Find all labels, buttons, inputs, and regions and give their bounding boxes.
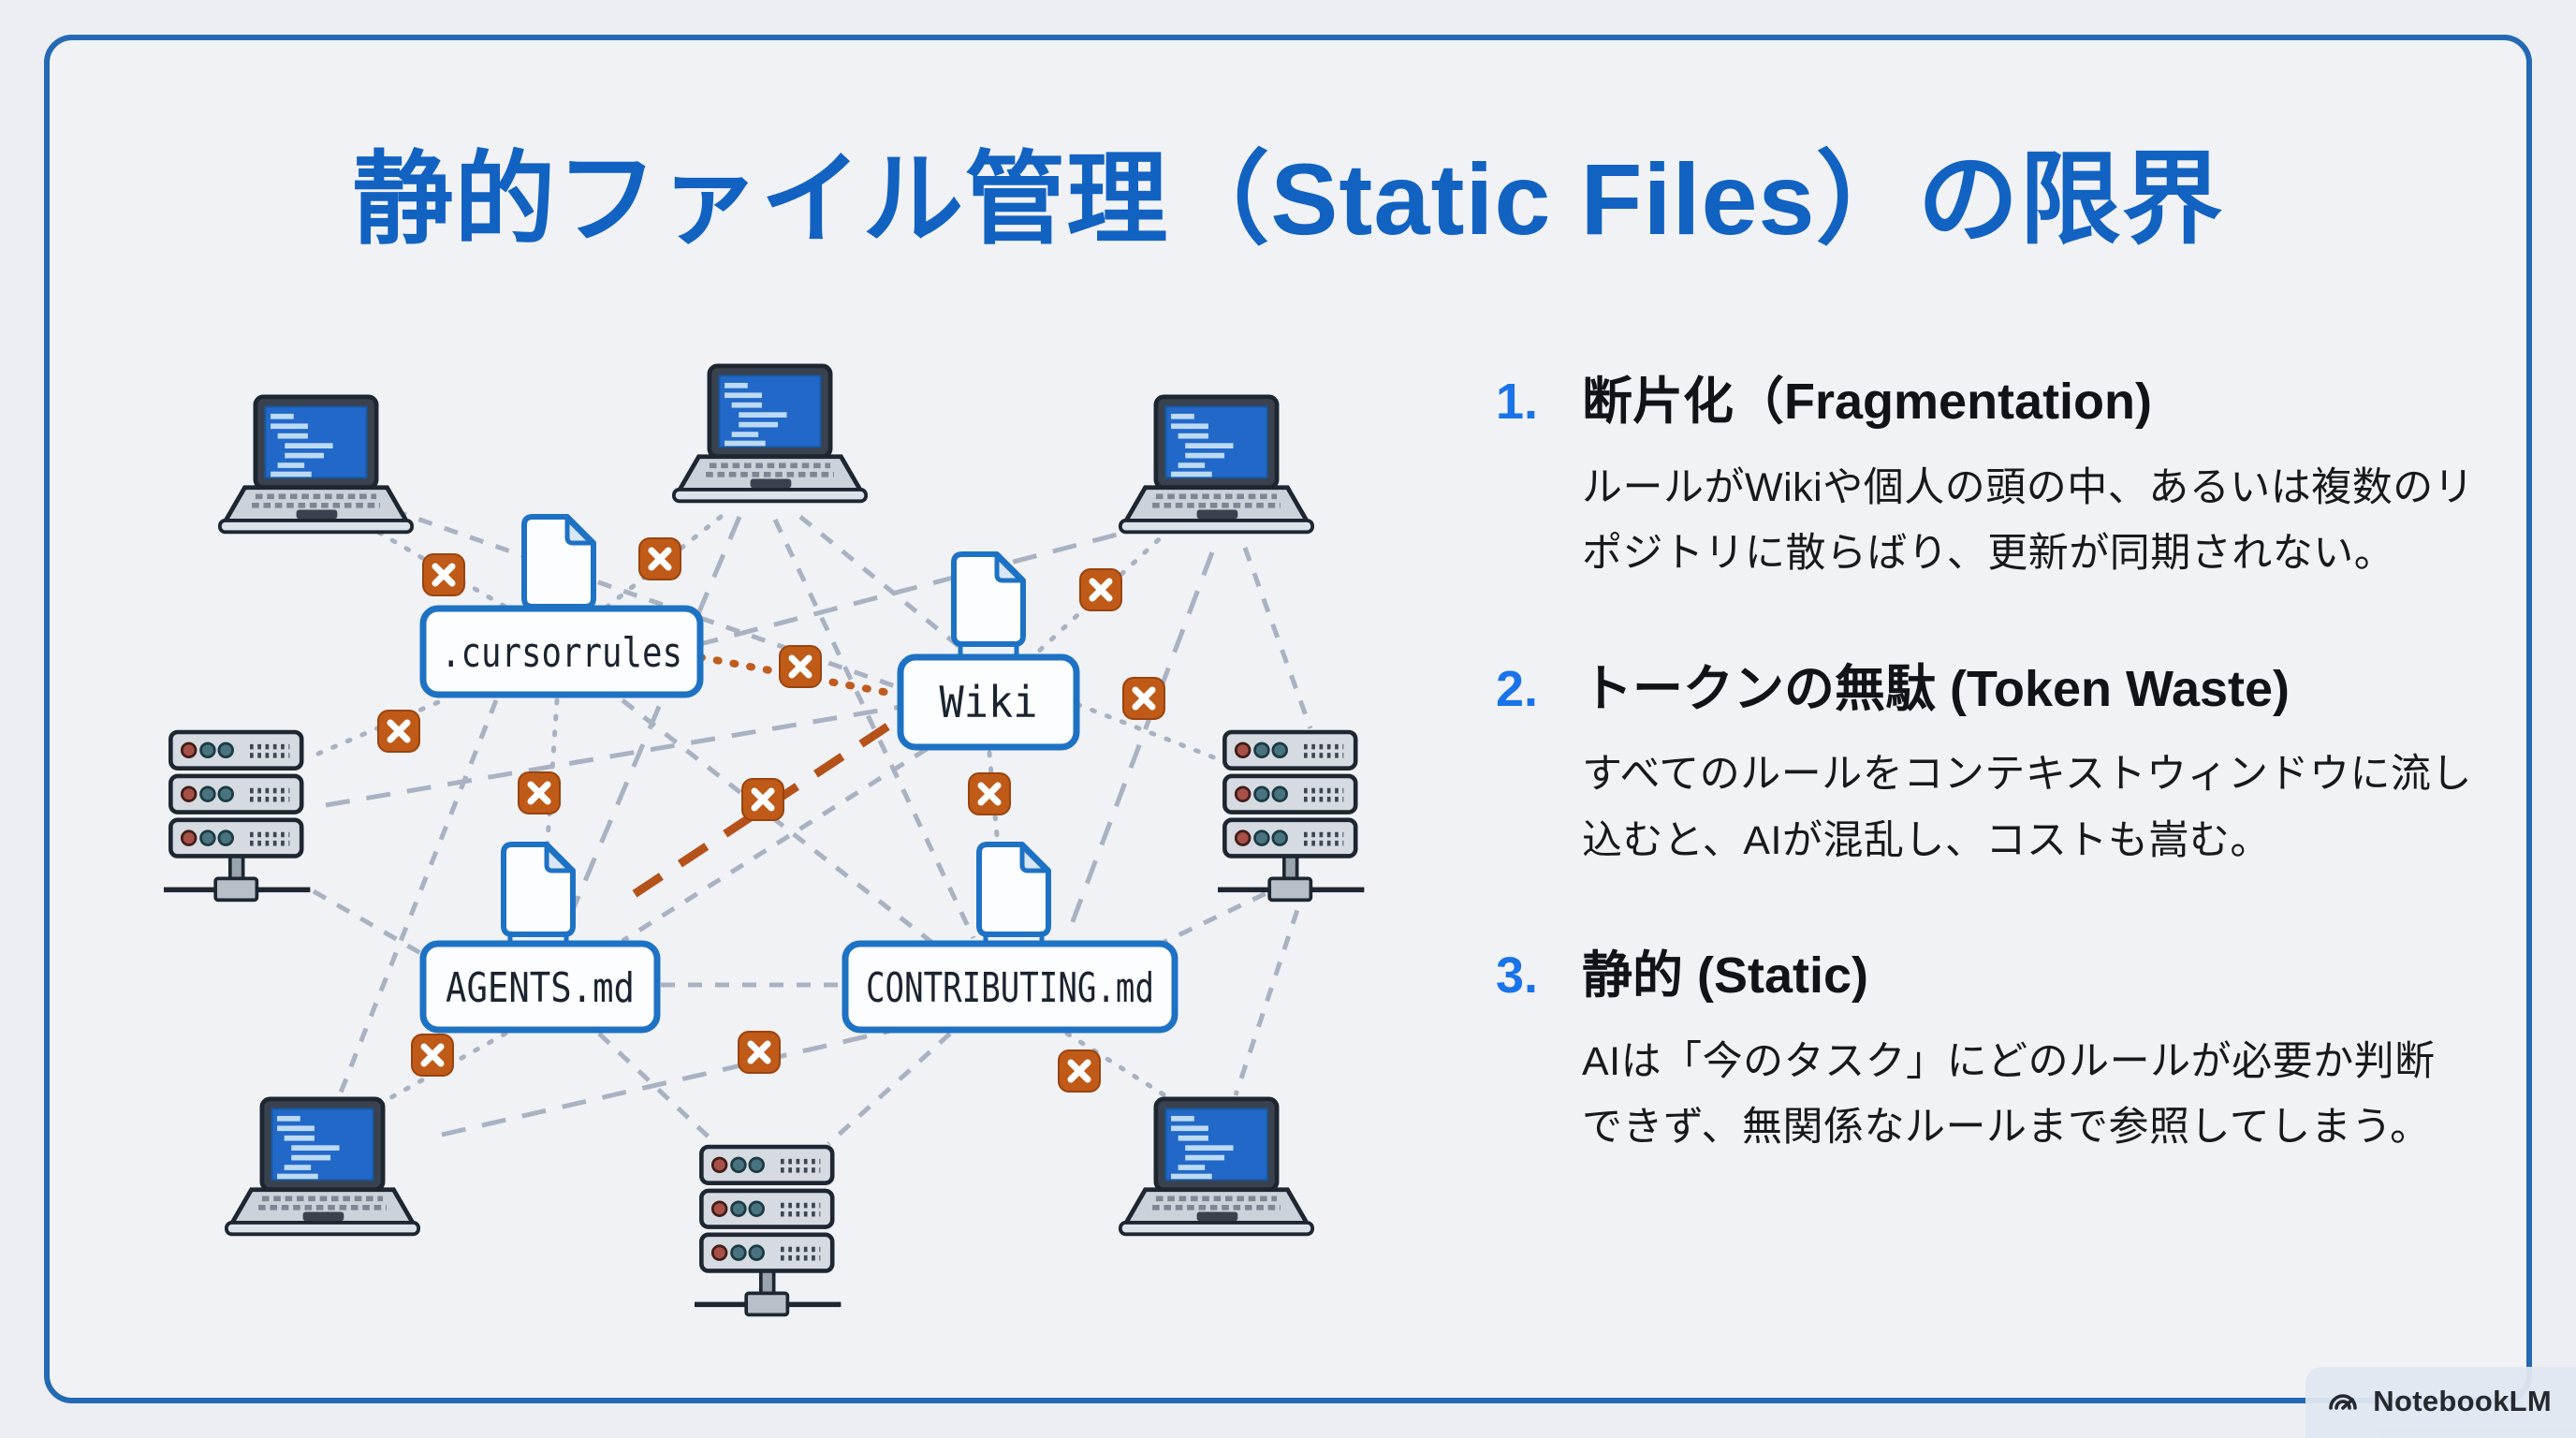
issue-body: AIは「今のタスク」にどのルールが必要か判断できず、無関係なルールまで参照してし… — [1582, 1038, 2436, 1151]
laptop-icon — [674, 366, 866, 501]
issue-item-fragmentation: 1. 断片化（Fragmentation) ルールがWikiや個人の頭の中、ある… — [1496, 371, 2475, 587]
connection-line — [597, 1032, 718, 1146]
issue-heading: トークンの無駄 (Token Waste) — [1582, 660, 2291, 717]
issue-body: ルールがWikiや個人の頭の中、あるいは複数のリポジトリに散らばり、更新が同期さ… — [1582, 464, 2475, 577]
file-document-icon — [954, 554, 1023, 644]
issue-heading: 静的 (Static) — [1582, 947, 1869, 1005]
node-box — [842, 940, 1178, 1034]
laptop-icon — [1120, 397, 1312, 532]
broken-link-x-icon — [1123, 678, 1164, 719]
connection-line — [1242, 547, 1313, 729]
connection-line — [1032, 526, 1173, 658]
laptop-icon — [220, 397, 412, 532]
node-box — [419, 605, 704, 698]
node-contributing-md: CONTRIBUTING.md — [842, 844, 1178, 1034]
node-box — [419, 940, 661, 1034]
issue-number: 1. — [1496, 374, 1539, 430]
node-label-contributing-md: CONTRIBUTING.md — [866, 964, 1154, 1012]
issues-list: 1. 断片化（Fragmentation) ルールがWikiや個人の頭の中、ある… — [1496, 371, 2475, 1232]
broken-link-x-icon — [1059, 1050, 1100, 1092]
notebooklm-logo-icon — [2329, 1394, 2358, 1410]
issue-body: すべてのルールをコンテキストウィンドウに流し込むと、AIが混乱し、コストも嵩む。 — [1582, 752, 2472, 863]
connection-line — [772, 518, 976, 940]
node-label-agents-md: AGENTS.md — [446, 964, 635, 1012]
notebooklm-badge: NotebookLM — [2305, 1367, 2576, 1438]
broken-link-x-icon — [739, 1032, 780, 1073]
connection-line — [1064, 551, 1215, 937]
notebooklm-badge-label: NotebookLM — [2373, 1385, 2552, 1417]
issue-number: 3. — [1496, 947, 1539, 1005]
connection-line — [1074, 701, 1231, 766]
connection-line — [336, 699, 499, 1098]
connection-line — [827, 1032, 952, 1146]
connection-line — [1233, 884, 1309, 1096]
connection-line — [312, 888, 442, 967]
broken-link-x-icon — [742, 779, 783, 820]
connection-line — [621, 746, 929, 944]
node-label-cursorrules: .cursorrules — [441, 629, 682, 677]
node-agents-md: AGENTS.md — [419, 844, 661, 1034]
node-box — [897, 653, 1080, 751]
issue-item-token-waste: 2. トークンの無駄 (Token Waste) すべてのルールをコンテキストウ… — [1496, 658, 2475, 874]
issue-heading: 断片化（Fragmentation) — [1582, 374, 2153, 430]
file-document-icon — [504, 844, 573, 934]
node-wiki: Wiki — [897, 554, 1080, 751]
node-cursorrules: .cursorrules — [419, 517, 704, 698]
issue-item-static: 3. 静的 (Static) AIは「今のタスク」にどのルールが必要か判断できず… — [1496, 945, 2475, 1161]
connection-line — [699, 521, 1157, 647]
connection-line — [325, 704, 901, 808]
broken-link-x-icon — [780, 646, 821, 687]
connection-line — [441, 1016, 944, 1137]
broken-link-x-icon — [1080, 569, 1121, 610]
file-document-icon — [524, 517, 593, 607]
slide-title: 静的ファイル管理（Static Files）の限界 — [352, 142, 2224, 256]
broken-link-x-icon — [969, 773, 1010, 814]
server-rack-icon — [164, 732, 310, 900]
connection-line — [798, 515, 966, 653]
broken-link-x-icon — [423, 554, 464, 595]
connection-line — [1159, 879, 1292, 946]
slide-border-frame — [44, 35, 2532, 1403]
server-rack-icon — [1218, 732, 1364, 900]
broken-link-x-icon — [639, 538, 681, 580]
connection-line — [362, 521, 527, 621]
file-document-icon — [979, 844, 1048, 934]
connection-line — [559, 516, 742, 937]
broken-link-x-icon — [378, 711, 419, 752]
broken-link-x-icon — [519, 772, 560, 814]
issue-number: 2. — [1496, 660, 1539, 717]
connection-line — [621, 698, 938, 947]
server-rack-icon — [695, 1147, 841, 1314]
broken-link-x-icon — [412, 1034, 453, 1076]
laptop-icon — [1120, 1099, 1312, 1234]
laptop-icon — [227, 1099, 418, 1234]
node-label-wiki: Wiki — [940, 677, 1038, 727]
